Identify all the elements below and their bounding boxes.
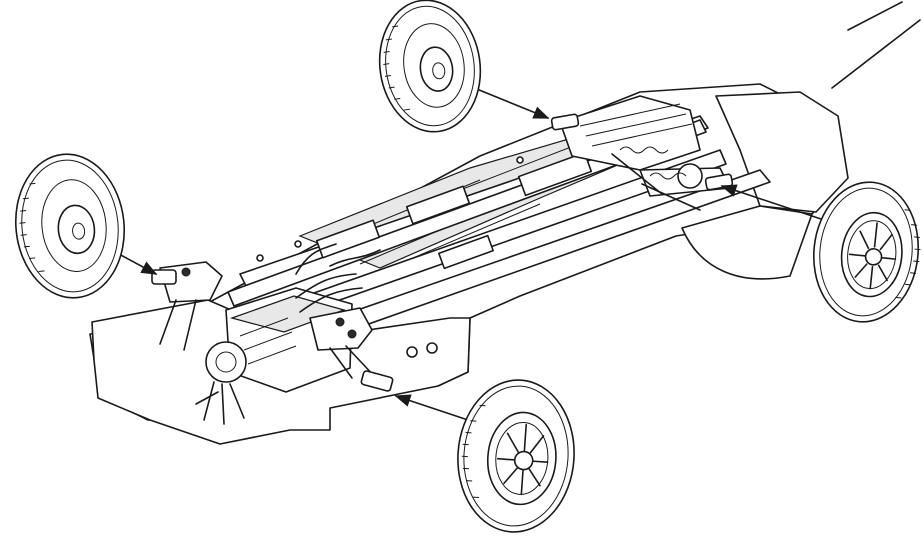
wheel-front-left xyxy=(14,153,126,299)
wheel-rear-right xyxy=(812,181,921,323)
corner-pointer-lines xyxy=(831,1,921,89)
arrow-rear-right xyxy=(720,184,831,223)
wheel-rear-left xyxy=(378,0,482,133)
front-suspension xyxy=(151,261,394,392)
wheel-front-right xyxy=(457,379,575,533)
rear-axle-assembly xyxy=(550,95,734,211)
engine-block xyxy=(195,273,363,425)
exhaust-and-driveshaft xyxy=(227,119,727,327)
